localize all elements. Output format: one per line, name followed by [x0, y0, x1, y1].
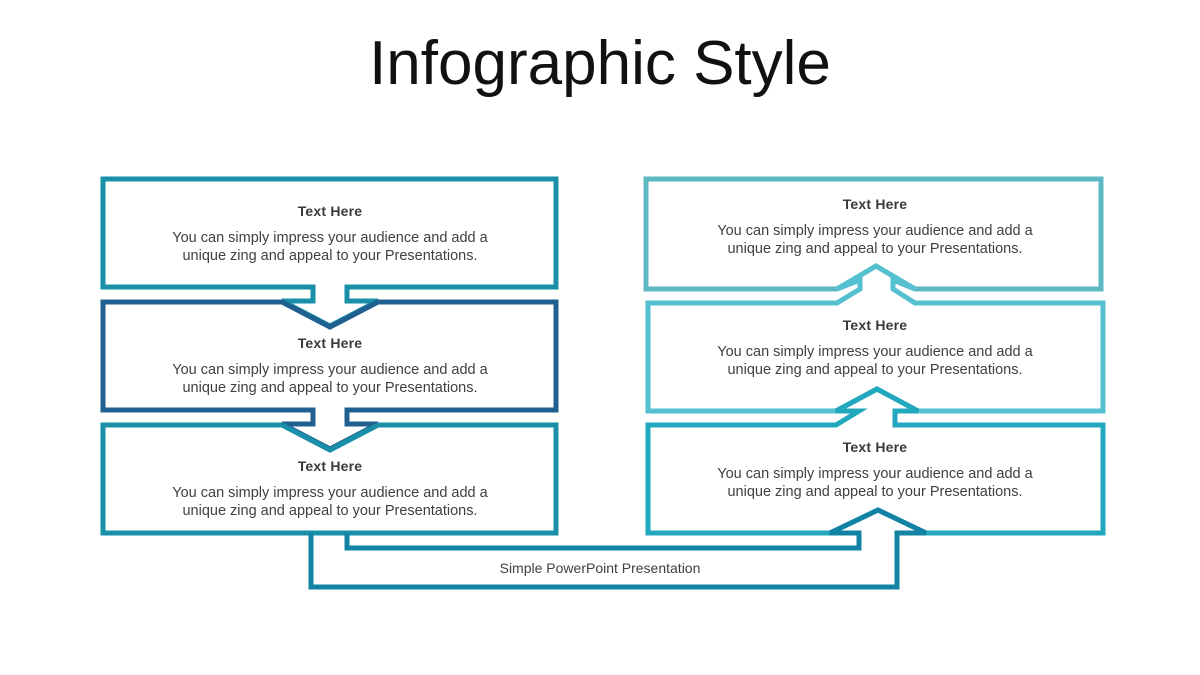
left-box-1: Text Here You can simply impress your au… — [110, 203, 550, 265]
bottom-connector-outline — [308, 507, 928, 590]
box-body: You can simply impress your audience and… — [172, 485, 488, 519]
box-heading: Text Here — [842, 196, 908, 212]
box-heading: Text Here — [297, 335, 363, 351]
right-box-3: Text Here You can simply impress your au… — [655, 439, 1095, 501]
box-body: You can simply impress your audience and… — [717, 466, 1033, 500]
right-box-2: Text Here You can simply impress your au… — [655, 317, 1095, 379]
box-heading: Text Here — [842, 317, 908, 333]
right-box-1: Text Here You can simply impress your au… — [655, 196, 1095, 258]
box-heading: Text Here — [297, 203, 363, 219]
box-heading: Text Here — [297, 458, 363, 474]
box-body: You can simply impress your audience and… — [172, 230, 488, 264]
left-box-3-outline — [100, 422, 559, 536]
box-body: You can simply impress your audience and… — [717, 223, 1033, 257]
footer-label: Simple PowerPoint Presentation — [499, 560, 701, 576]
box-body: You can simply impress your audience and… — [172, 362, 488, 396]
slide-title: Infographic Style — [369, 29, 831, 98]
box-heading: Text Here — [842, 439, 908, 455]
left-box-3: Text Here You can simply impress your au… — [110, 458, 550, 520]
left-box-2-outline — [100, 299, 559, 452]
box-body: You can simply impress your audience and… — [717, 344, 1033, 378]
left-box-2: Text Here You can simply impress your au… — [110, 335, 550, 397]
